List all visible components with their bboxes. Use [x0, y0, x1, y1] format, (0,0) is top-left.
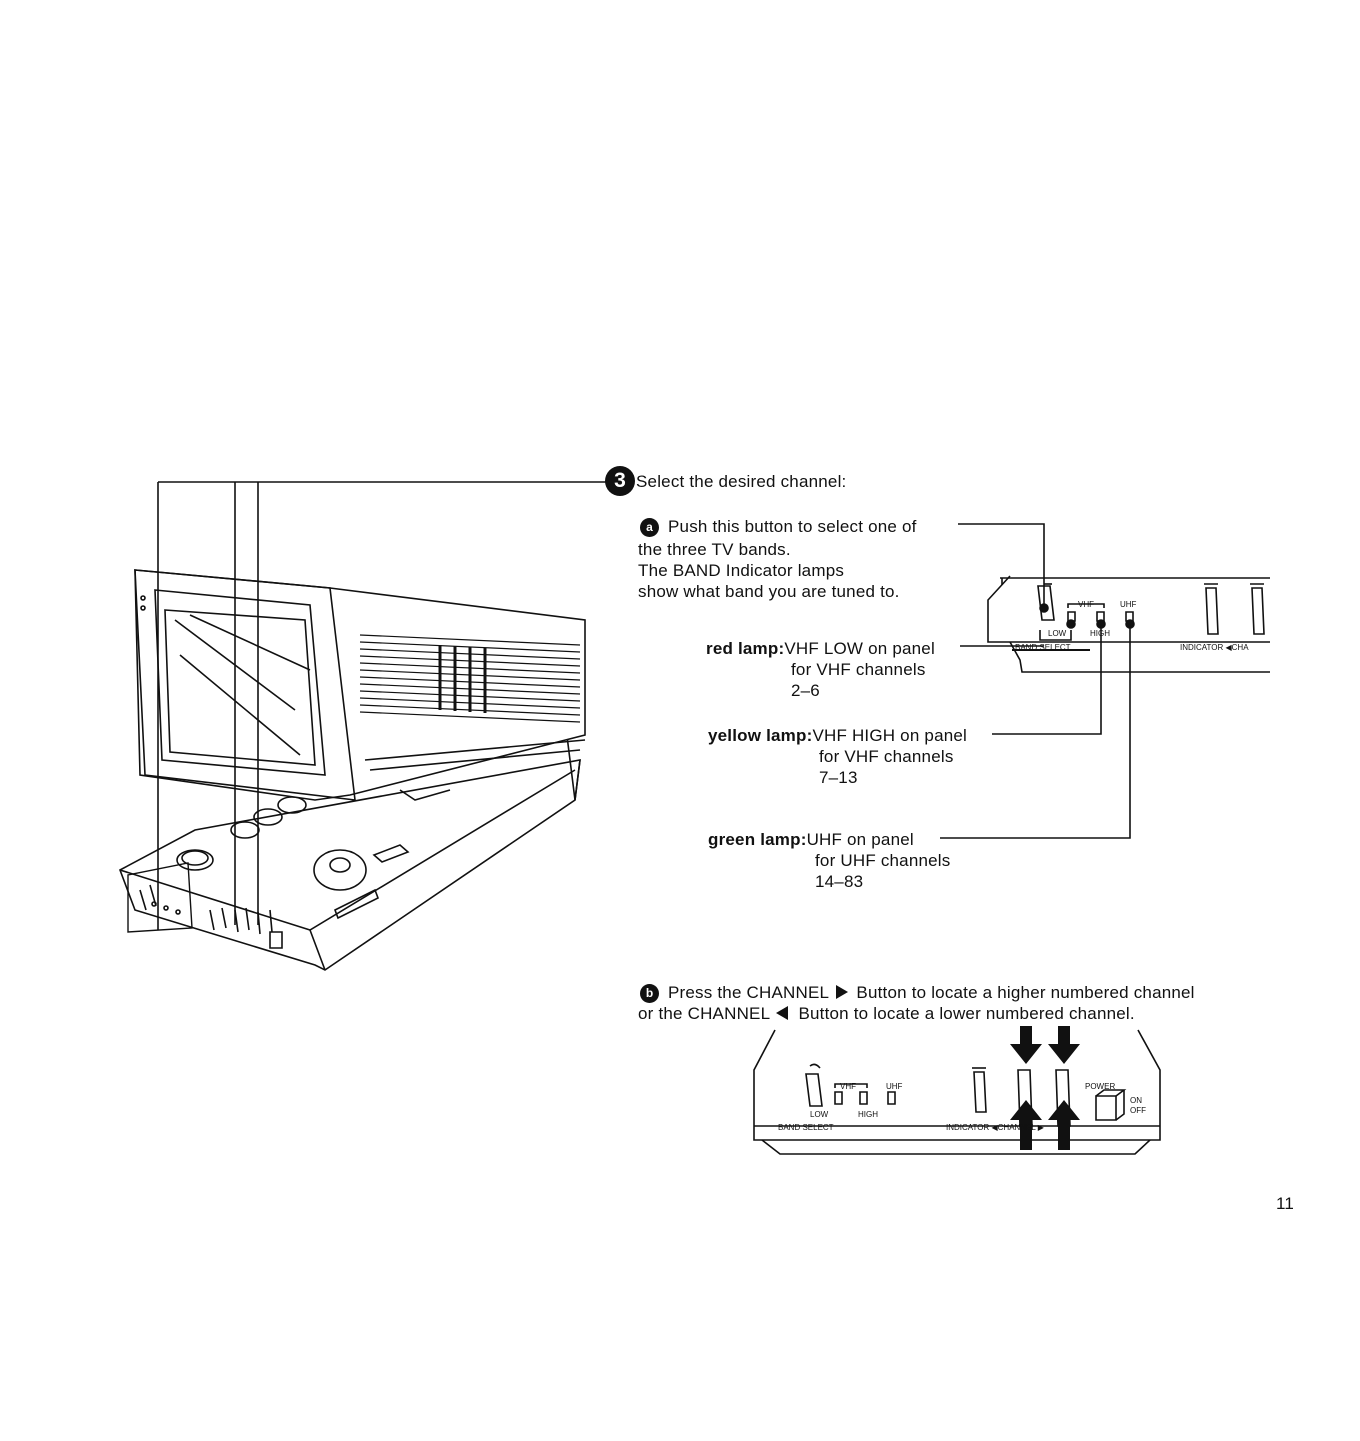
- bottom-panel-power-label: POWER: [1085, 1082, 1116, 1091]
- step-a-line-3: The BAND Indicator lamps: [638, 561, 845, 580]
- bottom-panel-off-label: OFF: [1130, 1106, 1146, 1115]
- yellow-lamp-entry: yellow lamp:VHF HIGH on panel: [708, 726, 967, 746]
- step-b-badge: b: [640, 984, 659, 1003]
- channel-up-arrow-icon: [836, 985, 849, 999]
- top-panel-low-label: LOW: [1048, 629, 1067, 638]
- step-3-heading: Select the desired channel:: [636, 472, 847, 491]
- bottom-panel-on-label: ON: [1130, 1096, 1142, 1105]
- bottom-panel-uhf-label: UHF: [886, 1082, 903, 1091]
- red-lamp-entry: red lamp:VHF LOW on panel: [706, 639, 935, 659]
- red-lamp-label: red lamp:: [706, 639, 785, 658]
- top-panel-high-label: HIGH: [1090, 629, 1110, 638]
- green-lamp-entry: green lamp:UHF on panel: [708, 830, 914, 850]
- yellow-lamp-detail-2: 7–13: [819, 768, 858, 787]
- top-panel-vhf-label: VHF: [1078, 600, 1094, 609]
- step-a-line-2: the three TV bands.: [638, 540, 791, 559]
- step-a-line-4: show what band you are tuned to.: [638, 582, 900, 601]
- top-panel-band-select-label: BAND SELECT: [1015, 643, 1071, 652]
- band-select-panel-diagram: [940, 500, 1360, 860]
- tv-illustration: [110, 470, 710, 990]
- green-lamp-detail-2: 14–83: [815, 872, 864, 891]
- yellow-lamp-text: VHF HIGH on panel: [812, 726, 968, 745]
- bottom-panel-high-label: HIGH: [858, 1110, 878, 1119]
- step-b-line-1-pre: Press the CHANNEL: [668, 983, 829, 1002]
- step-b-line-1-post: Button to locate a higher numbered chann…: [856, 983, 1195, 1002]
- red-lamp-text: VHF LOW on panel: [784, 639, 935, 658]
- step-b-line-1: Press the CHANNEL Button to locate a hig…: [668, 983, 1195, 1003]
- yellow-lamp-detail-1: for VHF channels: [819, 747, 954, 766]
- yellow-lamp-label: yellow lamp:: [708, 726, 813, 745]
- step-a-line-1: Push this button to select one of: [668, 517, 917, 536]
- channel-down-arrow-icon: [775, 1006, 788, 1020]
- green-lamp-text: UHF on panel: [806, 830, 914, 849]
- step-b-line-2-post: Button to locate a lower numbered channe…: [798, 1004, 1135, 1023]
- top-panel-indicator-label: INDICATOR ◀CHA: [1180, 643, 1249, 652]
- bottom-panel-low-label: LOW: [810, 1110, 829, 1119]
- bottom-panel-indicator-label: INDICATOR ◀CHANNEL ▶: [946, 1123, 1044, 1132]
- red-lamp-detail-1: for VHF channels: [791, 660, 926, 679]
- bottom-panel-vhf-label: VHF: [840, 1082, 856, 1091]
- step-3-badge: 3: [605, 466, 635, 496]
- top-panel-uhf-label: UHF: [1120, 600, 1137, 609]
- bottom-panel-band-select-label: BAND SELECT: [778, 1123, 834, 1132]
- green-lamp-label: green lamp:: [708, 830, 807, 849]
- red-lamp-detail-2: 2–6: [791, 681, 820, 700]
- step-a-badge: a: [640, 518, 659, 537]
- step-b-line-2: or the CHANNEL Button to locate a lower …: [638, 1004, 1135, 1024]
- channel-panel-diagram: [740, 1026, 1180, 1162]
- step-b-line-2-pre: or the CHANNEL: [638, 1004, 770, 1023]
- green-lamp-detail-1: for UHF channels: [815, 851, 951, 870]
- page-number: 11: [1276, 1194, 1295, 1213]
